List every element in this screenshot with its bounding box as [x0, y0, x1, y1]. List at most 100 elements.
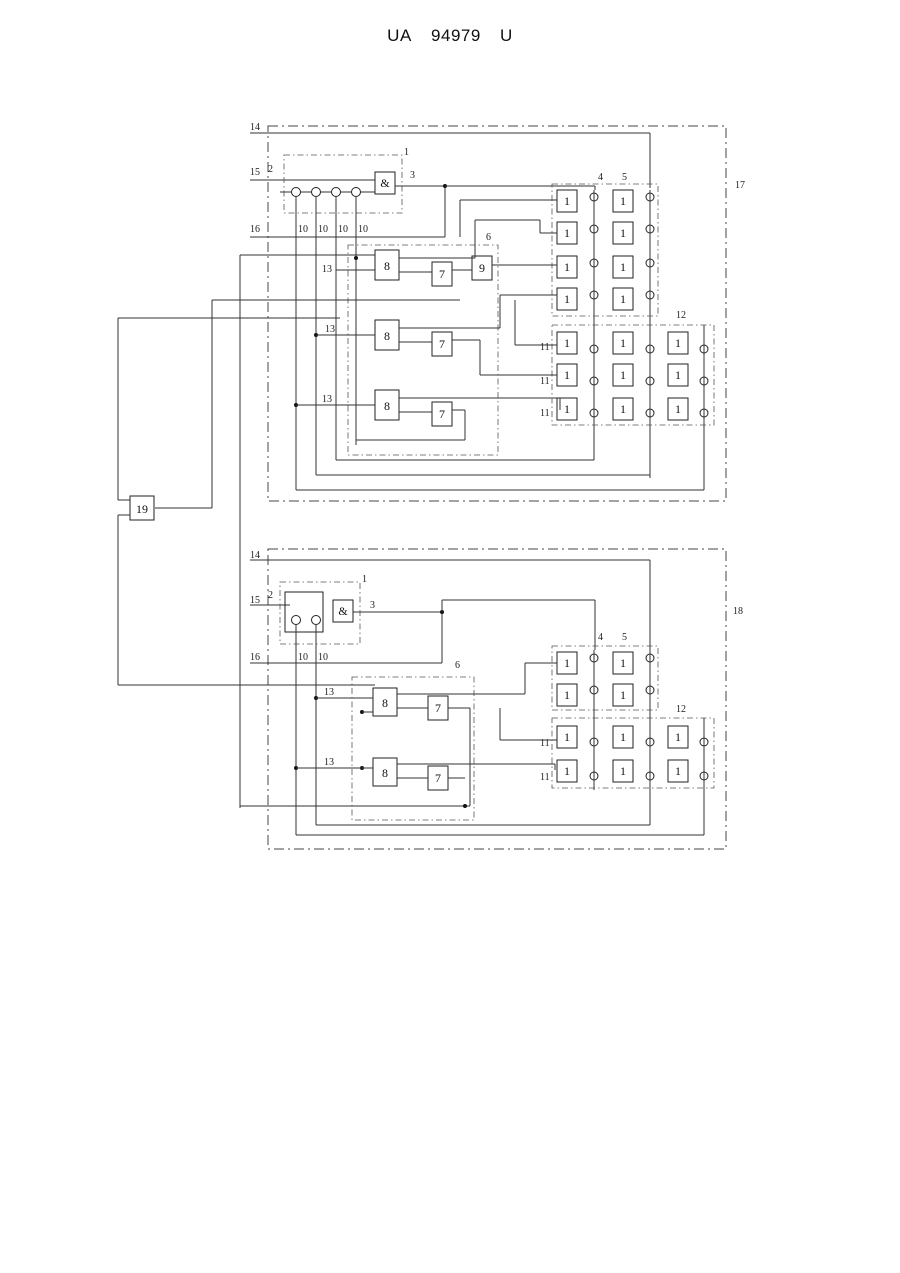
label-10a: 10: [298, 224, 308, 235]
block-label: 1: [675, 368, 681, 382]
inverter-circle: [312, 616, 321, 625]
block-label: 7: [435, 701, 441, 715]
label-10d: 10: [358, 224, 368, 235]
label-10-lower-b: 10: [318, 652, 328, 663]
inverter-circle: [354, 256, 358, 260]
block-9-label: 9: [479, 261, 485, 275]
label-2: 2: [268, 164, 273, 175]
label-13-lower-a: 13: [324, 687, 334, 698]
label-13a: 13: [322, 264, 332, 275]
column-4-upper: 1 1 1 1 1 1 1: [557, 190, 598, 430]
inverter-circle: [352, 188, 361, 197]
and-gate-label: &: [380, 176, 390, 190]
label-12: 12: [676, 310, 686, 321]
label-6-lower: 6: [455, 660, 460, 671]
label-4-lower: 4: [598, 632, 603, 643]
block-label: &: [338, 604, 348, 618]
block-label: 1: [620, 336, 626, 350]
block-label: 1: [620, 402, 626, 416]
block-label: 1: [564, 336, 570, 350]
inverter-circle: [292, 188, 301, 197]
label-6: 6: [486, 232, 491, 243]
label-13-lower-b: 13: [324, 757, 334, 768]
block-label: 1: [564, 194, 570, 208]
module-frame-17: [268, 126, 726, 501]
module-lower: & 8 8 7 7: [240, 549, 726, 849]
label-10-lower-a: 10: [298, 652, 308, 663]
block-label: 1: [564, 368, 570, 382]
label-18: 18: [733, 606, 743, 617]
label-11c: 11: [540, 408, 550, 419]
block-19-label: 19: [136, 502, 148, 516]
label-11b: 11: [540, 376, 550, 387]
block-label: 1: [620, 260, 626, 274]
label-2-lower: 2: [268, 590, 273, 601]
label-11a: 11: [540, 342, 550, 353]
label-1: 1: [404, 147, 409, 158]
label-17: 17: [735, 180, 745, 191]
block-label: 1: [620, 194, 626, 208]
module-upper: & 8 8 8 7 7 7: [118, 126, 726, 808]
block-label: 1: [620, 226, 626, 240]
column-5-upper: 1 1 1 1 1 1 1: [613, 190, 654, 478]
block-label: 1: [620, 292, 626, 306]
block-label: 1: [620, 368, 626, 382]
label-12-lower: 12: [676, 704, 686, 715]
inverter-circle: [332, 188, 341, 197]
module-frame-18: [268, 549, 726, 849]
label-5: 5: [622, 172, 627, 183]
label-13b: 13: [325, 324, 335, 335]
inverter-circle: [292, 616, 301, 625]
label-1-lower: 1: [362, 574, 367, 585]
label-3: 3: [410, 170, 415, 181]
block-label: 1: [564, 688, 570, 702]
block-label: 1: [564, 292, 570, 306]
inverter-circle: [312, 188, 321, 197]
block-label: 1: [564, 260, 570, 274]
block-label: 7: [435, 771, 441, 785]
block-7b-label: 7: [439, 337, 445, 351]
block-label: 1: [564, 656, 570, 670]
label-16: 16: [250, 224, 260, 235]
label-4: 4: [598, 172, 603, 183]
label-3-lower: 3: [370, 600, 375, 611]
block-label: 1: [620, 764, 626, 778]
block-8b-label: 8: [384, 329, 390, 343]
label-15: 15: [250, 167, 260, 178]
column-12-upper: 1 1 1: [668, 325, 708, 490]
block-label: 1: [675, 336, 681, 350]
logic-block: [285, 592, 323, 632]
block-label: 1: [564, 226, 570, 240]
block-7a-label: 7: [439, 267, 445, 281]
column-5-lower: 1 1 1 1: [613, 650, 654, 825]
block-7c-label: 7: [439, 407, 445, 421]
block-8c-label: 8: [384, 399, 390, 413]
inverter-circle: [463, 804, 467, 808]
label-5-lower: 5: [622, 632, 627, 643]
column-12-lower: 1 1: [668, 718, 708, 835]
block-label: 1: [620, 656, 626, 670]
block-label: 8: [382, 766, 388, 780]
label-15-lower: 15: [250, 595, 260, 606]
label-16-lower: 16: [250, 652, 260, 663]
label-13c: 13: [322, 394, 332, 405]
block-label: 1: [620, 730, 626, 744]
block-label: 1: [564, 730, 570, 744]
label-11-lower-b: 11: [540, 772, 550, 783]
reference-labels: 14 2 15 1 3 16 10 10 10 10 4 5 17 6 13 1…: [250, 122, 745, 783]
label-14: 14: [250, 122, 260, 133]
block-label: 1: [675, 402, 681, 416]
column-4-lower: 1 1 1 1: [557, 650, 598, 790]
label-14-lower: 14: [250, 550, 260, 561]
block-label: 1: [675, 764, 681, 778]
block-label: 8: [382, 696, 388, 710]
block-label: 1: [620, 688, 626, 702]
label-10b: 10: [318, 224, 328, 235]
label-10c: 10: [338, 224, 348, 235]
block-label: 1: [564, 402, 570, 416]
block-8a-label: 8: [384, 259, 390, 273]
block-label: 1: [564, 764, 570, 778]
label-11-lower-a: 11: [540, 738, 550, 749]
